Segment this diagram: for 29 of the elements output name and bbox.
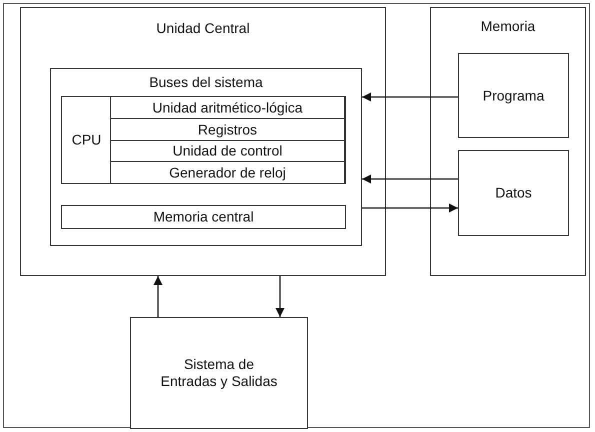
box-label: Memoria [480, 18, 536, 35]
data-box [458, 150, 569, 236]
box-label: Datos [494, 184, 533, 202]
program-box [458, 53, 569, 138]
arrow [276, 276, 284, 317]
bus-box [50, 68, 362, 246]
cpu-row [110, 118, 345, 141]
box-label: Unidad de control [172, 142, 284, 160]
box-label: Unidad Central [155, 20, 251, 37]
box-label: Buses del sistema [148, 74, 264, 91]
box-label: Memoria central [152, 208, 255, 226]
box-label: Generador de reloj [168, 164, 287, 181]
io-box [130, 317, 308, 429]
cpu-row [110, 96, 345, 119]
box-label: Sistema de Entradas y Salidas [160, 356, 278, 390]
memory-group-box [430, 7, 586, 276]
cpu-row [110, 161, 345, 184]
box-label: Registros [196, 121, 258, 138]
cpu-label: CPU [70, 132, 102, 148]
arrow [362, 174, 458, 184]
cpu-block [61, 96, 346, 184]
memory-box [61, 205, 346, 229]
unit-box [20, 7, 386, 276]
arrow [154, 276, 162, 317]
box-label: Programa [482, 87, 546, 104]
cpu-row [110, 140, 345, 162]
arrow [362, 204, 458, 212]
box-label: Unidad aritmético-lógica [151, 99, 304, 116]
arrow [362, 92, 458, 102]
